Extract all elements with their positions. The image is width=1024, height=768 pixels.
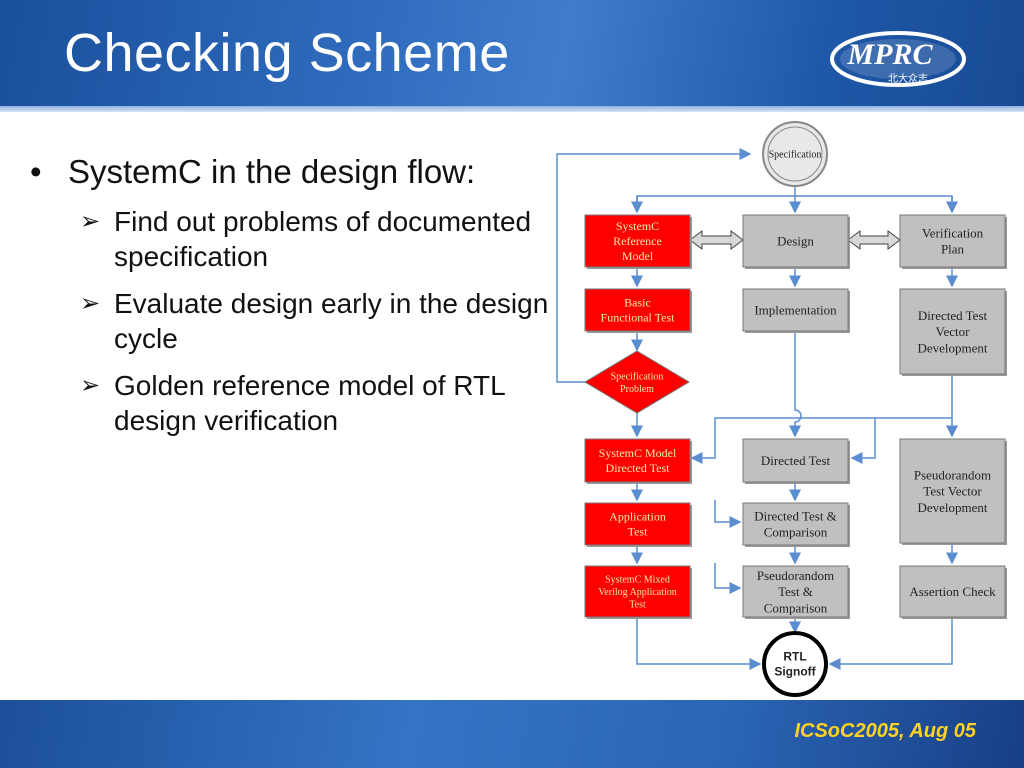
node-label: Specification <box>769 150 822 161</box>
node-label: Pseudorandom <box>757 568 834 583</box>
mprc-logo: MPRC 北大众志 <box>830 31 966 87</box>
bullet-main-text: SystemC in the design flow: <box>68 153 476 190</box>
node-label: Directed Test <box>918 308 988 323</box>
node-label: Plan <box>941 242 965 257</box>
node-label: Test <box>629 600 646 611</box>
node-label: Test & <box>778 584 813 599</box>
sub-bullet-1: ➢ Find out problems of documented specif… <box>80 204 550 274</box>
sub-bullet-2: ➢ Evaluate design early in the design cy… <box>80 286 550 356</box>
node-design: Design <box>742 214 850 269</box>
node-label: Development <box>917 340 987 355</box>
node-label: Model <box>622 249 654 263</box>
node-label: RTL <box>783 650 806 664</box>
node-label: Functional Test <box>601 311 676 325</box>
node-label: SystemC Mixed <box>605 575 670 586</box>
bullet-main: • SystemC in the design flow: <box>30 152 550 192</box>
node-label: Verification <box>922 225 984 240</box>
node-label: Specification <box>611 371 664 382</box>
sub-bullet-text: Find out problems of documented specific… <box>114 206 532 272</box>
node-label: Signoff <box>774 665 816 679</box>
node-label: Test Vector <box>923 484 982 499</box>
sub-bullet-text: Evaluate design early in the design cycl… <box>114 288 549 354</box>
arrow-bullet-icon: ➢ <box>80 372 101 399</box>
sub-bullet-text: Golden reference model of RTL design ver… <box>114 370 505 436</box>
node-label: Comparison <box>764 600 828 615</box>
node-label: Application <box>609 510 666 524</box>
logo-subtext: 北大众志 <box>888 72 928 85</box>
node-label: Development <box>917 500 987 515</box>
title-bar <box>0 0 1024 106</box>
logo-text: MPRC <box>846 38 933 71</box>
node-assertion: Assertion Check <box>899 565 1007 619</box>
node-label: Assertion Check <box>909 584 996 599</box>
sub-bullet-3: ➢ Golden reference model of RTL design v… <box>80 368 550 438</box>
node-label: SystemC Model <box>599 446 677 460</box>
node-specification: Specification <box>762 121 828 187</box>
bullet-dot-icon: • <box>30 153 42 190</box>
bullet-list: • SystemC in the design flow: ➢ Find out… <box>30 152 550 438</box>
node-label: Test <box>628 525 648 539</box>
node-label: Comparison <box>764 525 828 540</box>
node-label: Design <box>777 234 814 249</box>
node-label: Basic <box>624 296 651 310</box>
node-implementation: Implementation <box>742 288 850 333</box>
node-directed-test: Directed Test <box>742 438 850 484</box>
node-label: Verilog Application <box>598 587 677 598</box>
footer-bar <box>0 700 1024 768</box>
node-label: Directed Test <box>761 453 831 468</box>
node-label: SystemC <box>616 219 659 233</box>
arrow-bullet-icon: ➢ <box>80 290 101 317</box>
node-label: Pseudorandom <box>914 467 991 482</box>
node-label: Reference <box>613 234 662 248</box>
footer-text: ICSoC2005, Aug 05 <box>794 720 976 742</box>
slide-title: Checking Scheme <box>64 23 510 83</box>
node-label: Problem <box>620 384 654 395</box>
arrow-bullet-icon: ➢ <box>80 208 101 235</box>
node-label: Directed Test <box>606 461 671 475</box>
node-directed-comp: Directed Test & Comparison <box>742 502 850 547</box>
node-label: Implementation <box>754 303 837 318</box>
title-divider <box>0 106 1024 112</box>
node-label: Vector <box>936 324 971 339</box>
node-label: Directed Test & <box>754 508 837 523</box>
